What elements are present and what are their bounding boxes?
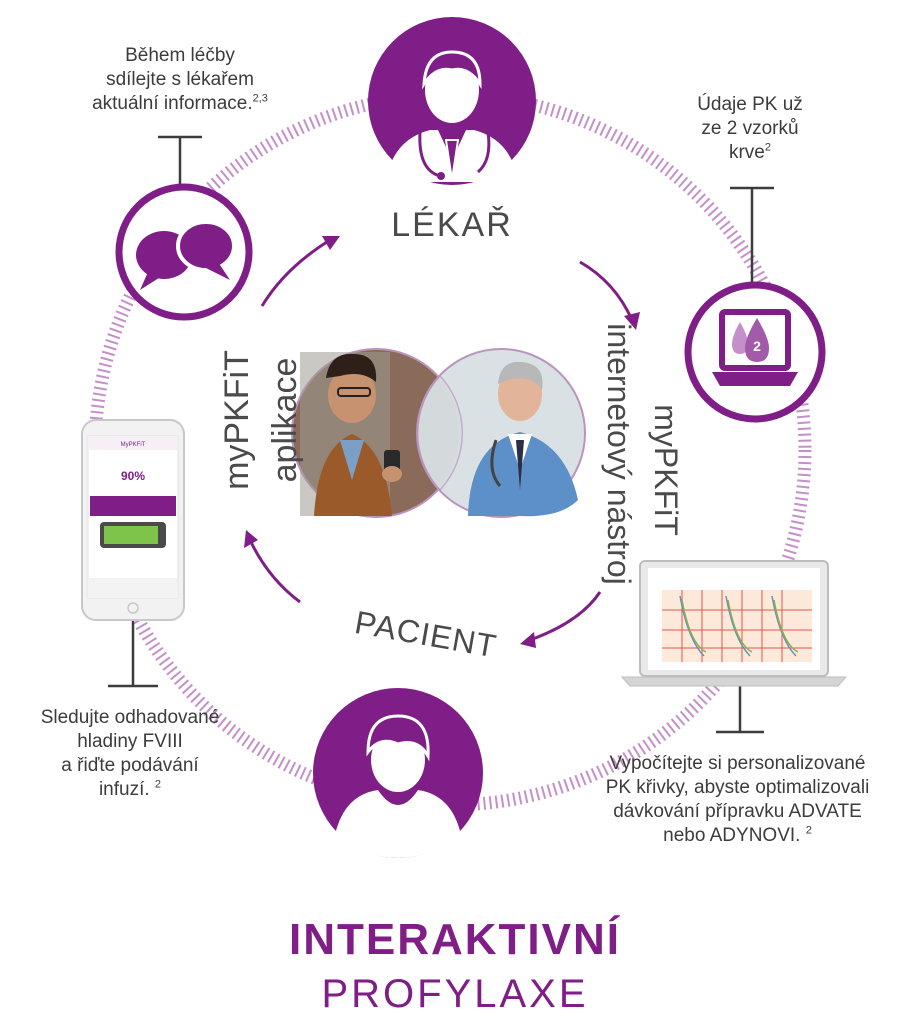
- doctor-photo: [416, 348, 586, 518]
- note-share-line: sdílejte s lékařem: [106, 69, 254, 90]
- web-label-line2: internetový nástroj: [601, 323, 637, 584]
- note-calc-ref: 2: [805, 824, 812, 837]
- role-patient: PACIENT: [352, 604, 499, 664]
- note-monitor-line: Sledujte odhadované: [40, 707, 220, 728]
- note-pk: Údaje PK už ze 2 vzorků krve2: [640, 93, 860, 165]
- app-label-line2: aplikace: [266, 358, 304, 483]
- note-pk-ref: 2: [764, 141, 772, 154]
- phone-header: MyPKFiT: [121, 442, 146, 448]
- chat-bubbles-icon: [115, 183, 253, 321]
- patient-icon: [313, 688, 483, 858]
- dashed-ring: [88, 88, 812, 812]
- note-pk-line: ze 2 vzorků: [701, 118, 799, 139]
- phone-value: 90%: [121, 469, 145, 483]
- note-calc-line: dávkování přípravku ADVATE: [613, 801, 862, 822]
- note-monitor-line: a řiďte podávání: [61, 755, 199, 776]
- patient-photo: [291, 348, 461, 518]
- note-calc-line: Vypočítejte si personalizované: [609, 753, 866, 774]
- note-pk-line: krve2: [728, 141, 772, 163]
- note-monitor-line: infuzí. 2: [98, 778, 162, 800]
- page-title: INTERAKTIVNÍ: [289, 915, 621, 964]
- phone-mockup: [81, 419, 185, 621]
- note-calc: Vypočítejte si personalizované PK křivky…: [565, 752, 910, 848]
- note-monitor-line: hladiny FVIII: [77, 731, 183, 752]
- web-label-line1: myPKFiT: [648, 404, 684, 536]
- app-label-line1: myPKFiT: [218, 350, 256, 490]
- note-calc-line: nebo ADYNOVI. 2: [663, 824, 812, 846]
- blood-sample-laptop-icon: [684, 281, 826, 423]
- note-share-line: Během léčby: [125, 45, 235, 66]
- note-monitor-ref: 2: [154, 778, 162, 791]
- note-share-line: aktuální informace.2,3: [92, 92, 268, 114]
- note-share-ref: 2,3: [252, 92, 268, 105]
- note-monitor: Sledujte odhadované hladiny FVIII a řiďt…: [0, 706, 260, 802]
- role-doctor: LÉKAŘ: [391, 206, 513, 244]
- doctor-icon: [368, 17, 536, 185]
- note-share: Během léčby sdílejte s lékařem aktuální …: [60, 44, 300, 116]
- page-subtitle: PROFYLAXE: [321, 972, 589, 1016]
- laptop-mockup: [620, 560, 848, 687]
- note-calc-line: PK křivky, abyste optimalizovali: [605, 777, 870, 798]
- cycle-arrows: [248, 238, 634, 642]
- blood-badge: 2: [753, 338, 761, 354]
- note-pk-line: Údaje PK už: [697, 94, 803, 115]
